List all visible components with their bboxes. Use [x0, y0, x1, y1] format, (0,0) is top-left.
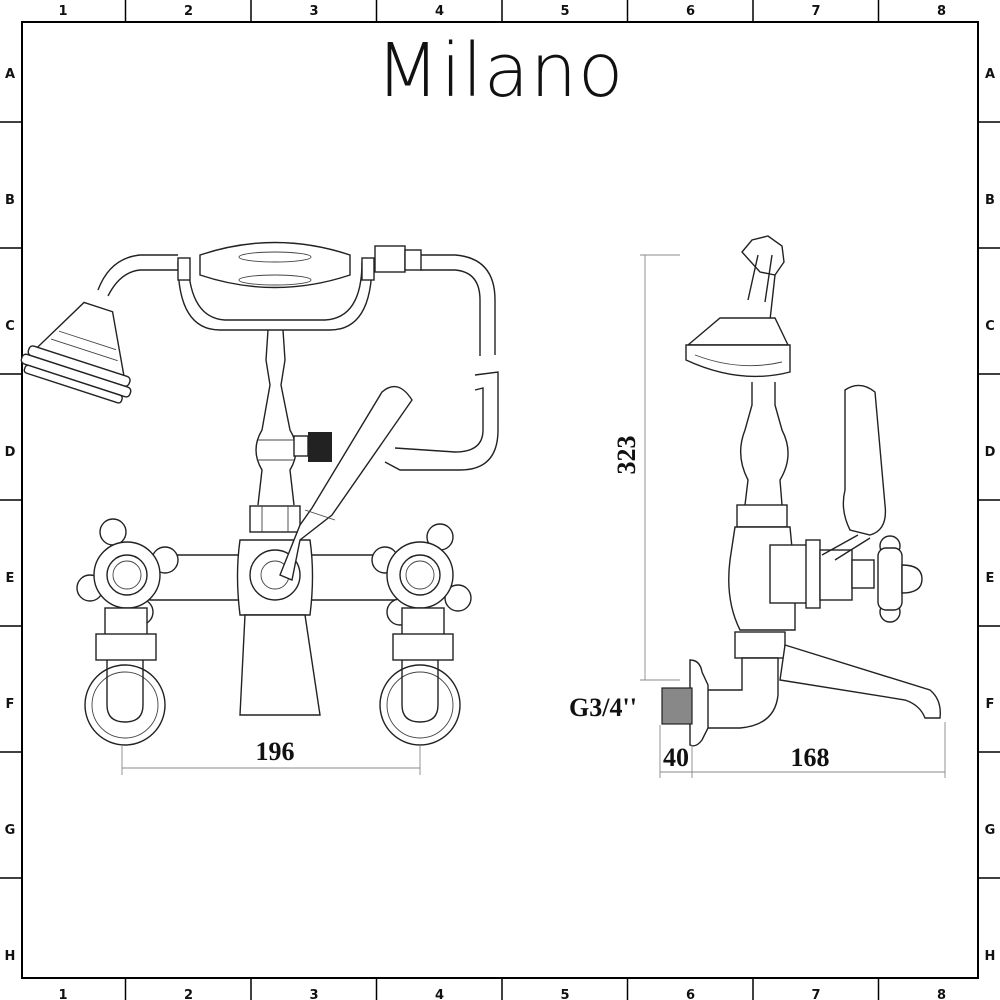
- grid-row-label: E: [986, 571, 995, 586]
- grid-column-label: 4: [435, 4, 444, 19]
- cold-valve: [371, 523, 472, 626]
- hose-upper: [420, 254, 496, 356]
- hot-wall-plate: [84, 664, 166, 746]
- side-cartridge: [819, 549, 853, 601]
- grid-row-label: H: [5, 949, 16, 964]
- brand-logo: Milano: [376, 28, 625, 114]
- grid-row-label: D: [985, 445, 996, 460]
- grid-column-label: 3: [309, 988, 318, 1000]
- stem-nut: [249, 505, 301, 533]
- drawing-frame: [21, 21, 979, 979]
- wall-flange: [689, 659, 709, 747]
- grid-row-label: C: [5, 319, 15, 334]
- front-view: 196: [20, 241, 499, 775]
- grid-column-label: 8: [937, 988, 946, 1000]
- handset-arm: [97, 254, 178, 297]
- shower-head-side: [686, 317, 790, 346]
- grid-column-label: 6: [686, 4, 695, 19]
- grid-row-label: E: [6, 571, 15, 586]
- grid-column-label: 3: [309, 4, 318, 19]
- grid-column-label: 1: [58, 988, 67, 1000]
- grid-row-label: C: [985, 319, 995, 334]
- height-dimension-line: [640, 254, 680, 681]
- grid-column-label: 5: [560, 4, 569, 19]
- grid-column-label: 8: [937, 4, 946, 19]
- spout-reach-label: 168: [791, 743, 830, 772]
- side-lever: [842, 384, 887, 536]
- grid-row-label: F: [6, 697, 15, 712]
- grid-row-label: B: [985, 193, 995, 208]
- front-width-dimension-line: [121, 745, 421, 775]
- lever-handle: [279, 385, 413, 581]
- hose-lower: [384, 371, 499, 471]
- grid-column-label: 1: [58, 4, 67, 19]
- height-label: 323: [612, 436, 641, 475]
- grid-column-label: 4: [435, 988, 444, 1000]
- shower-bracket: [741, 235, 785, 276]
- side-view: 323 G3/4'' 40 168: [569, 235, 946, 778]
- grid-column-label: 5: [560, 988, 569, 1000]
- wall-projection-label: 40: [663, 743, 689, 772]
- thread-connector: [661, 687, 693, 725]
- grid-column-label: 2: [184, 4, 193, 19]
- grid-column-label: 7: [811, 988, 820, 1000]
- side-spout: [779, 644, 941, 719]
- spout-front: [239, 614, 321, 716]
- grid-column-label: 6: [686, 988, 695, 1000]
- grid-column-label: 2: [184, 988, 193, 1000]
- shower-head-front: [20, 301, 132, 404]
- front-width-label: 196: [256, 737, 295, 766]
- grid-row-label: H: [985, 949, 996, 964]
- side-elbow: [704, 657, 779, 729]
- stem: [255, 329, 297, 506]
- hose-connector: [308, 432, 332, 462]
- grid-row-label: B: [5, 193, 15, 208]
- grid-row-label: D: [5, 445, 16, 460]
- cold-inlet-nut: [392, 633, 454, 661]
- grid-row-label: A: [985, 67, 995, 82]
- hot-inlet-nut: [95, 633, 157, 661]
- handset-cradle: [177, 261, 373, 331]
- grid-row-label: G: [5, 823, 16, 838]
- thread-size-label: G3/4'': [569, 693, 637, 722]
- cold-wall-plate: [379, 664, 461, 746]
- grid-row-label: F: [986, 697, 995, 712]
- side-width-dimension-lines: [659, 722, 946, 778]
- grid-row-label: G: [985, 823, 996, 838]
- handset-body: [199, 241, 351, 289]
- grid-row-label: A: [5, 67, 15, 82]
- grid-column-label: 7: [811, 4, 820, 19]
